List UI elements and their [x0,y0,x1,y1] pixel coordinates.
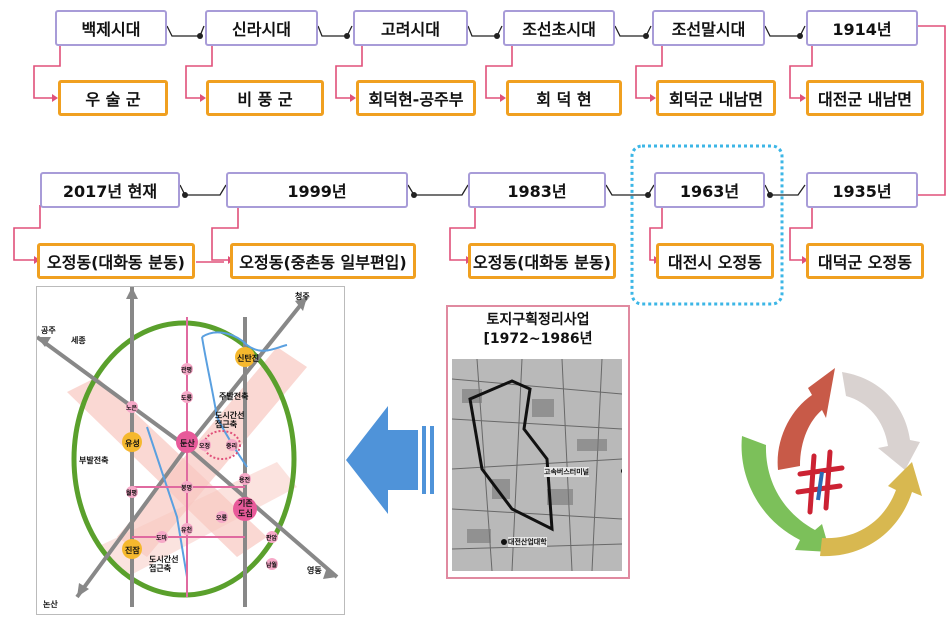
era-box-1935: 1935년 [806,172,918,208]
era-box-1963: 1963년 [654,172,765,208]
era-box-late-joseon: 조선말시대 [652,10,765,46]
map-node-ojeong: 오정 [199,443,211,450]
place-box-1935: 대덕군 오정동 [806,243,924,279]
map-label-approach-bottom: 도시간선 접근축 [149,555,179,573]
place-box-1983: 오정동(대화동 분동) [468,243,616,279]
era-box-baekje: 백제시대 [55,10,167,46]
map-label-approach-top: 도시간선 접근축 [215,411,245,429]
map-node-oryong: 오룡 [216,515,228,522]
map-node-old-center: 기존 도심 [238,499,253,518]
map-label-main-axis: 주발전축 [219,392,249,401]
map-node-doma: 도마 [156,535,168,542]
map-label-cheongju: 청주 [295,292,310,301]
era-box-1999: 1999년 [226,172,408,208]
map-node-doryong: 도룡 [181,395,193,402]
map-node-panam: 판암 [266,535,278,542]
land-project-panel: 토지구획정리사업 [1972~1986년 고속버스터미널 대전산업대학 [446,305,630,579]
map-node-wolpyeong: 월평 [126,490,138,497]
map-node-yuseong: 유성 [125,439,140,448]
map-node-jinjam: 진잠 [125,546,140,555]
map-node-sintanjin: 신탄진 [237,354,260,363]
map-label-sub-axis: 부발전축 [79,456,109,465]
map-label-sejong: 세종 [71,336,86,345]
place-box-1963: 대전시 오정동 [656,243,774,279]
aerial-photo: 고속버스터미널 대전산업대학 [452,359,622,571]
project-title-line2: [1972~1986년 [483,331,593,347]
map-label-gongju: 공주 [41,326,56,335]
era-box-goryeo: 고려시대 [353,10,468,46]
map-node-dunsan: 둔산 [180,439,195,448]
map-graphic [37,287,339,607]
map-node-bongmyeong: 봉명 [181,485,193,492]
era-box-1914: 1914년 [806,10,918,46]
map-node-yongjeon: 용전 [239,477,251,484]
map-node-gwanpyeong: 관평 [181,367,193,374]
map-node-namwol: 남월 [266,562,278,569]
place-box-2017: 오정동(대화동 분동) [37,243,195,279]
aerial-photo-graphic [452,359,622,571]
era-box-silla: 신라시대 [205,10,318,46]
map-label-nonsan: 논산 [43,600,58,609]
photo-label-bus-terminal: 고속버스터미널 [544,467,590,477]
map-node-noeun: 노은 [126,405,138,412]
map-node-jungri: 중리 [226,443,238,450]
photo-label-university: 대전산업대학 [508,537,547,547]
place-box-hoedeok-gongju: 회덕현-공주부 [356,80,476,116]
project-title: 토지구획정리사업 [1972~1986년 [448,311,628,349]
development-axis-map: 공주 세종 청주 논산 영동 부발전축 주발전축 도시간선 접근축 도시간선 접… [36,286,345,615]
place-box-bipung: 비 풍 군 [206,80,324,116]
place-box-1999: 오정동(중촌동 일부편입) [230,243,416,279]
map-node-yucheon: 유천 [181,527,193,534]
place-box-hoedeokhyeon: 회 덕 현 [506,80,622,116]
era-box-2017: 2017년 현재 [40,172,180,208]
place-box-hoedeokgun: 회덕군 내남면 [656,80,776,116]
map-label-yeongdong: 영동 [307,566,322,575]
place-box-usul: 우 술 군 [58,80,168,116]
left-arrow-icon [346,406,434,514]
era-box-1983: 1983년 [468,172,606,208]
place-box-daejeongun: 대전군 내남면 [806,80,924,116]
era-box-early-joseon: 조선초시대 [503,10,615,46]
project-title-line1: 토지구획정리사업 [486,312,590,328]
cycle-logo-icon [741,368,922,557]
